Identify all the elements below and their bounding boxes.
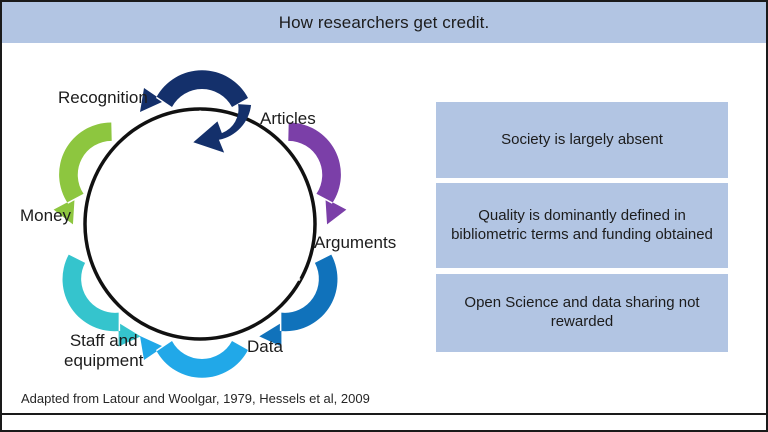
cycle-label-staff-and-equipment: Staff and equipment [64, 331, 144, 371]
cycle-label-recognition: Recognition [58, 88, 148, 107]
statement-text: Society is largely absent [501, 130, 663, 148]
cycle-graphic: 6 1 2 3 4 [53, 70, 347, 378]
cycle-label-data: Data [247, 337, 283, 356]
cycle-arrow-1 [53, 122, 112, 225]
cycle-arrow-5-number: 5 [292, 172, 297, 182]
statement-box-society: Society is largely absent [436, 102, 728, 178]
cycle-label-articles: Articles [260, 109, 316, 128]
title-bar: How researchers get credit. [2, 2, 766, 43]
cycle-arrow-2-number: 2 [100, 259, 105, 269]
footer-divider [2, 413, 766, 415]
cycle-arrow-1-number: 1 [104, 196, 109, 206]
cycle-ring [83, 107, 317, 341]
cycle-arrow-4-number: 4 [295, 273, 300, 283]
cycle-arrow-2 [62, 254, 141, 347]
page-title: How researchers get credit. [278, 12, 490, 32]
statement-box-quality: Quality is dominantly defined in bibliom… [436, 183, 728, 268]
cycle-arrow-4 [259, 254, 338, 347]
statement-text: Quality is dominantly defined in bibliom… [451, 206, 713, 243]
cycle-arrow-5 [288, 122, 347, 225]
cycle-arrow-6-number: 6 [197, 109, 202, 119]
citation-text: Adapted from Latour and Woolgar, 1979, H… [21, 391, 370, 406]
statement-text: Open Science and data sharing not reward… [464, 294, 700, 330]
cycle-arrow-6: 6 [140, 70, 252, 153]
statement-box-open-science: Open Science and data sharing not reward… [436, 274, 728, 352]
cycle-label-money: Money [20, 206, 72, 225]
cycle-arrow-3 [140, 336, 248, 378]
cycle-arrow-3-number: 3 [204, 329, 209, 339]
credit-cycle-diagram: 6 1 2 3 4 [2, 43, 432, 383]
cycle-label-arguments: Arguments [314, 233, 397, 252]
